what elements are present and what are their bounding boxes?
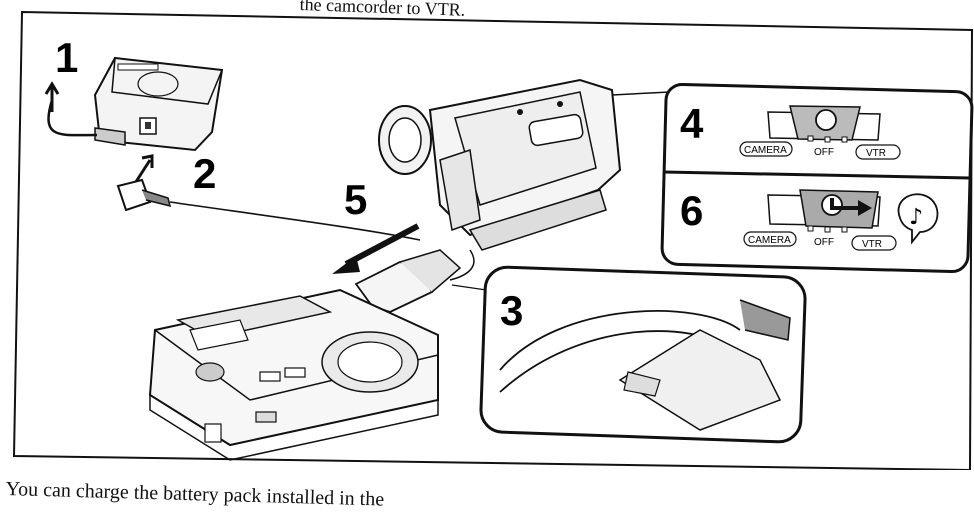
step-5-label: 5 — [344, 176, 367, 223]
step-4-label: 4 — [680, 100, 704, 147]
camera-label: CAMERA — [744, 145, 787, 156]
vtr-label-2: VTR — [862, 239, 882, 250]
step-1-label: 1 — [55, 34, 78, 81]
footer-text: You can charge the battery pack installe… — [5, 478, 384, 512]
camcorder — [379, 80, 670, 250]
step-6-label: 6 — [680, 187, 703, 234]
arrow-down-left-icon — [346, 226, 418, 264]
step-2-label: 2 — [193, 150, 216, 197]
step-3-inset — [480, 266, 806, 442]
beep-note-icon: ♪ — [909, 205, 923, 230]
connecting-plug — [118, 156, 420, 240]
off-label-2: OFF — [814, 237, 834, 248]
arrow-up-icon — [46, 84, 58, 112]
step-3-label: 3 — [500, 287, 523, 334]
off-label: OFF — [814, 147, 834, 158]
charging-illustration: 1 2 5 — [0, 0, 974, 470]
camera-label-2: CAMERA — [748, 235, 791, 246]
vtr-charger-base — [150, 290, 438, 460]
dc-connecting-plate — [356, 250, 500, 312]
vtr-label: VTR — [866, 148, 886, 159]
